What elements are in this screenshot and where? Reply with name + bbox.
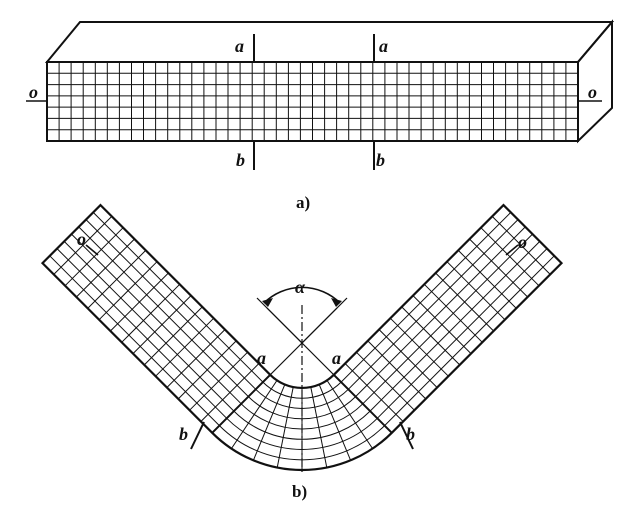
grid-line-radial-bend [310,387,328,468]
label-b-section-1: b [236,150,245,170]
angle-arrow-left [262,298,273,307]
label-a-section-2: a [379,36,388,56]
grid-line-layer-left-arm [78,226,249,397]
neutral-axis-o-right-b [505,244,519,256]
grid-line-cross-left-arm [76,238,135,298]
angle-arrow-right [331,298,342,307]
section-line-b-right [399,421,414,450]
grid-line-cross-right-arm [367,340,427,400]
grid-line-cross-left-arm [98,261,158,321]
grid-line-cross-left-arm [189,351,248,411]
grid-line-radial-bend [252,384,286,461]
grid-line-layer-right-arm [376,248,548,419]
grid-line-cross-right-arm [401,306,461,366]
grid-line-cross-right-arm [435,272,494,332]
grid-line-cross-right-arm [446,261,506,321]
grid-line-cross-left-arm [132,295,192,354]
grid-line-radial-bend [326,380,374,449]
grid-line-cross-right-arm [378,329,438,388]
bar-front-grid [47,62,578,141]
grid-line-cross-left-arm [166,329,226,388]
grid-line-layer-left-arm [71,233,242,405]
grid-line-layer-right-arm [340,212,512,383]
grid-line-layer-left-arm [56,248,228,419]
bent-bar-outline [40,203,564,472]
grid-line-cross-left-arm [155,317,214,377]
grid-line-layer-left-arm [92,212,264,383]
bar-top-face [44,21,615,63]
grid-line-cross-left-arm [110,272,169,332]
grid-line-cross-right-arm [412,295,472,354]
grid-line-cross-left-arm [121,283,181,343]
neutral-axis-o-left-b [85,244,99,256]
label-o-left-a: o [29,82,38,102]
grid-line-layer-left-arm [63,241,235,412]
label-b-left-b: b [179,424,188,444]
bent-bar-grid [49,212,555,470]
grid-line-cross-left-arm [53,216,113,275]
grid-line-layer-right-arm [362,233,533,405]
grid-line-layer-right-arm [347,219,519,390]
grid-line-cross-right-arm [390,317,449,377]
label-a-left-b: a [257,348,266,368]
angle-ray-left [256,297,303,344]
grid-line-cross-right-arm [423,283,483,343]
grid-line-cross-left-arm [200,363,260,422]
grid-line-radial-bend [230,380,278,449]
grid-line-layer-left-arm [85,219,257,390]
angle-alpha-arc [263,286,341,304]
label-alpha: α [295,277,306,297]
grid-line-radial-bend [333,374,393,434]
grid-line-cross-left-arm [87,250,147,309]
grid-line-layer-right-arm [384,255,555,426]
grid-line-radial-bend [211,374,271,434]
label-b-right-b: b [406,424,415,444]
label-a-section-1: a [235,36,244,56]
grid-line-cross-left-arm [143,306,203,366]
label-o-right-a: o [588,82,597,102]
section-line-b-left [190,421,205,450]
caption-b: b) [292,482,307,501]
grid-line-layer-right-arm [369,241,541,412]
label-o-left-b: o [77,229,86,249]
angle-ray-right [301,297,348,344]
label-o-right-b: o [518,232,527,252]
grid-line-cross-right-arm [469,238,528,298]
straight-bar-diagram: o o a a b b a) [26,19,615,212]
grid-line-cross-right-arm [344,363,404,422]
grid-line-radial-bend [318,384,352,461]
label-a-right-b: a [332,348,341,368]
label-b-section-2: b [376,150,385,170]
grid-line-layer-right-arm [355,226,526,397]
grid-line-layer-left-arm [49,255,220,426]
grid-line-cross-right-arm [491,216,551,275]
grid-line-radial-bend [276,387,294,468]
caption-a: a) [296,193,310,212]
grid-line-cross-left-arm [177,340,237,400]
grid-line-cross-right-arm [457,250,517,309]
bent-bar-diagram: o o α a a b b b) [40,203,564,501]
grid-line-cross-left-arm [64,227,124,287]
grid-line-cross-right-arm [356,351,415,411]
bent-bar-outline-path [40,203,564,472]
grid-line-cross-right-arm [480,227,540,287]
